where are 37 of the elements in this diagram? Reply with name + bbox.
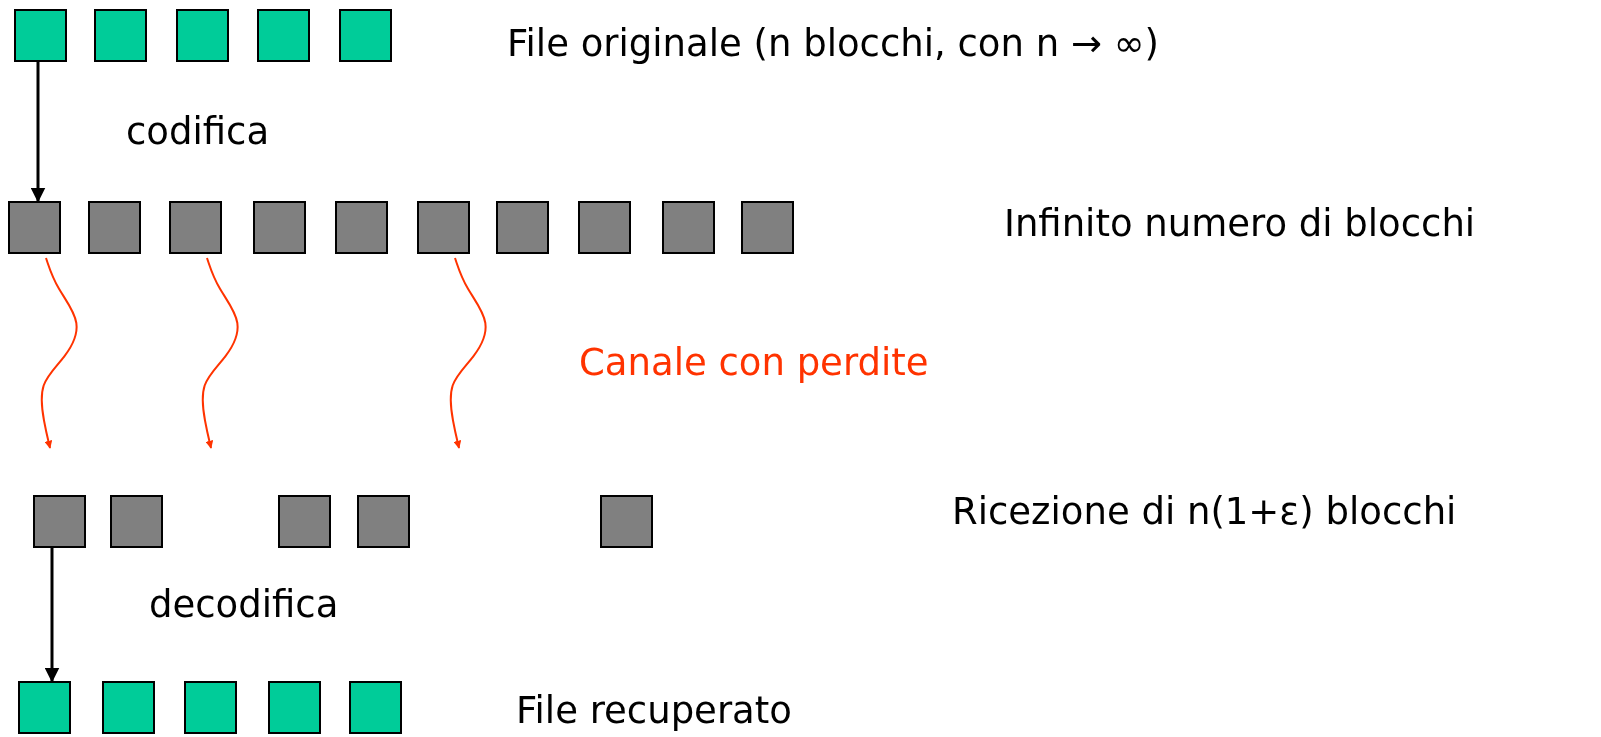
step-label: codifica [126, 109, 270, 153]
square-block [110, 495, 163, 548]
square-block [184, 681, 237, 734]
arrow [201, 257, 239, 449]
square-block [176, 9, 229, 62]
square-block [496, 201, 549, 254]
square-block [662, 201, 715, 254]
square-block [169, 201, 222, 254]
square-block [268, 681, 321, 734]
square-block [94, 9, 147, 62]
arrow [44, 548, 60, 683]
square-block [257, 9, 310, 62]
channel-label: Canale con perdite [579, 340, 929, 384]
arrow [449, 257, 487, 449]
square-block [600, 495, 653, 548]
row-caption: Infinito numero di blocchi [1004, 201, 1476, 245]
row-caption: File originale (n blocchi, con n → ∞) [507, 21, 1159, 65]
square-block [357, 495, 410, 548]
square-block [8, 201, 61, 254]
square-block [33, 495, 86, 548]
square-block [253, 201, 306, 254]
square-block [349, 681, 402, 734]
row-caption: Ricezione di n(1+ε) blocchi [952, 489, 1457, 533]
square-block [335, 201, 388, 254]
step-label: decodifica [149, 582, 339, 626]
square-block [741, 201, 794, 254]
square-block [339, 9, 392, 62]
square-block [14, 9, 67, 62]
square-block [578, 201, 631, 254]
square-block [18, 681, 71, 734]
square-block [417, 201, 470, 254]
square-block [102, 681, 155, 734]
square-block [278, 495, 331, 548]
square-block [88, 201, 141, 254]
row-caption: File recuperato [516, 688, 792, 732]
arrow [30, 62, 46, 203]
arrow [40, 257, 78, 449]
